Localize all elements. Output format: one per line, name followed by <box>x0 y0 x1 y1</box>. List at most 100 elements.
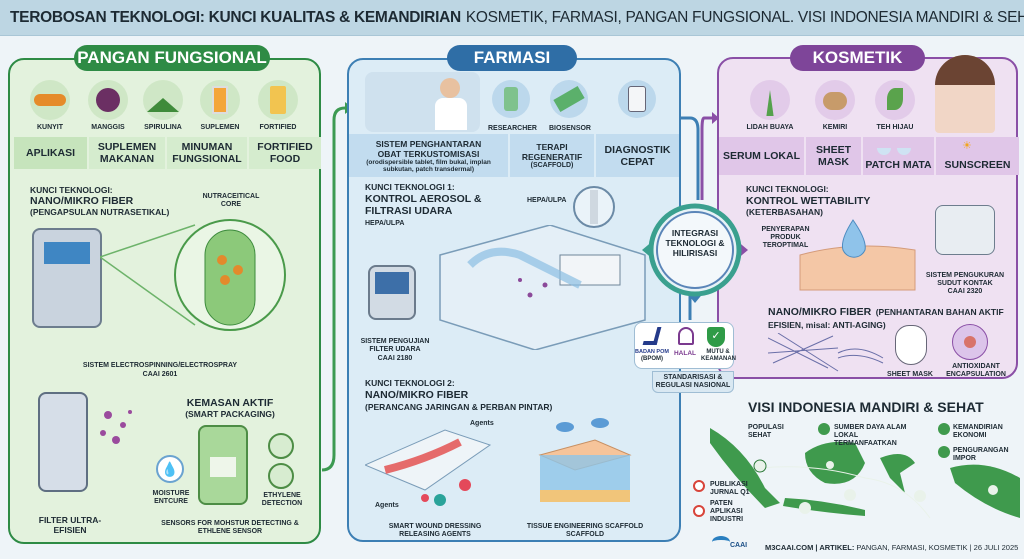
sensor-caption: SENSORS FOR MOHSTUR DETECTING & ETHLENE … <box>161 520 299 535</box>
tech2-label: KUNCI TEKNOLOGI 2: <box>365 378 455 388</box>
regulation-badges: ✓ BADAN POM (BPOM) HALAL MUTU & KEAMANAN <box>634 322 736 369</box>
integration-label: INTEGRASI TEKNOLOGI & HILIRISASI <box>665 228 725 258</box>
visi-title: VISI INDONESIA MANDIRI & SEHAT <box>748 399 984 415</box>
core-label: NUTRACEITICAL CORE <box>202 193 260 208</box>
sun-icon: ☀ <box>962 140 972 152</box>
candlenut-icon <box>815 80 855 120</box>
test-code: CAAI 2180 <box>377 355 413 362</box>
absorption-label: PENYERAPAN PRODUK TEROPTIMAL <box>761 226 810 249</box>
tissue-caption: TISSUE ENGINEERING SCAFFOLD SCAFFOLD <box>526 523 644 538</box>
regulation-caption: STANDARISASI & REGULASI NASIONAL <box>652 371 734 393</box>
juice-glass-icon <box>200 80 240 120</box>
measure-code: CAAI 2320 <box>947 288 983 295</box>
table-cell: TERAPI REGENERATIF(SCAFFOLD) <box>510 134 594 177</box>
moisture-label: MOISTURE ENTCURE <box>152 490 190 505</box>
pangan-application-table: APLIKASI SUPLEMEN MAKANAN MINUMAN FUNGSI… <box>14 137 321 169</box>
visi-label: POPULASI SEHAT <box>748 424 784 439</box>
green-tea-icon <box>875 80 915 120</box>
filter-test-machine-illustration <box>368 265 416 320</box>
packaging-title: KEMASAN AKTIF <box>186 397 274 409</box>
tech1-subtitle: HEPA/ULPA <box>365 220 405 227</box>
skin-droplet-illustration <box>799 219 916 291</box>
diagnostic-device-icon <box>618 80 656 118</box>
water-drop-icon: 💧 <box>156 455 184 483</box>
aloe-vera-icon <box>750 80 790 120</box>
tech-title: NANO/MIKRO FIBER <box>30 195 134 207</box>
ingredient-label: SUPLEMEN <box>200 124 240 131</box>
integration-hub <box>642 203 748 303</box>
output-label: PATEN APLIKASI INDUSTRI <box>710 500 744 523</box>
turmeric-icon <box>30 80 70 120</box>
nature-icon <box>818 423 830 435</box>
tech2-subtitle: (PERANCANG JARINGAN & PERBAN PINTAR) <box>365 402 553 412</box>
ethylene-sensor-icon <box>268 463 294 489</box>
tech2-title: NANO/MIKRO FIBER <box>365 389 469 401</box>
capsule-fiber-illustration <box>100 219 286 331</box>
table-cell: PATCH MATA <box>863 137 934 175</box>
smart-package-illustration <box>198 425 248 505</box>
tech-title: KONTROL WETTABILITY <box>746 195 871 207</box>
wound-caption: SMART WOUND DRESSING RELEASING AGENTS <box>388 523 482 538</box>
visi-label: SUMBER DAYA ALAM LOKAL TERMANFAATKAN <box>834 424 907 447</box>
tech-label: KUNCI TEKNOLOGI: <box>30 185 113 195</box>
air-filter-illustration <box>38 392 88 492</box>
tech1-label: KUNCI TEKNOLOGI 1: <box>365 182 455 192</box>
bpom-logo-icon <box>642 327 662 345</box>
footer-text: M3CAAI.COM | ARTIKEL: PANGAN, FARMASI, K… <box>765 543 1019 552</box>
caai-logo-icon <box>712 536 730 548</box>
wound-dressing-illustration <box>365 429 492 506</box>
lab-researcher-illustration <box>365 72 480 132</box>
measure-label: SISTEM PENGUKURAN SUDUT KONTAK <box>925 272 1005 287</box>
woman-portrait-illustration <box>935 55 995 133</box>
hepa-label: HEPA/ULPA <box>527 197 567 204</box>
ethylene-label: ETHYLENE DETECTION <box>261 492 303 507</box>
tissue-scaffold-illustration <box>538 418 632 502</box>
ingredient-label: LIDAH BUAYA <box>746 124 794 131</box>
table-cell: SUPLEMEN MAKANAN <box>89 137 165 169</box>
table-cell: SISTEM PENGHANTARAN OBAT TERKUSTOMISASI(… <box>349 134 508 177</box>
fiber-heading: NANO/MIKRO FIBER (PENHANTARAN BAHAN AKTI… <box>768 306 1004 330</box>
table-cell: SERUM LOKAL <box>719 137 804 175</box>
bpom-label: BADAN POM <box>635 349 669 355</box>
title-rest: KOSMETIK, FARMASI, PANGAN FUNGSIONAL. VI… <box>465 8 1024 26</box>
visi-label: PENGURANGAN IMPOR <box>953 447 1009 462</box>
page-header: TEROBOSAN TEKNOLOGI: KUNCI KUALITAS & KE… <box>0 0 1024 36</box>
antioxidant-label: ANTIOXIDANT ENCAPSULATION <box>946 363 1006 378</box>
indonesia-map <box>710 428 1020 519</box>
filter-label: FILTER ULTRA-EFISIEN <box>38 515 102 535</box>
table-cell: MINUMAN FUNGSIONAL <box>167 137 247 169</box>
bpom-sub: (BPOM) <box>641 356 663 362</box>
tech1-title: KONTROL AEROSOL & FILTRASI UDARA <box>365 193 482 217</box>
mangosteen-icon <box>88 80 128 120</box>
table-cell: APLIKASI <box>14 137 87 169</box>
tech-label: KUNCI TEKNOLOGI: <box>746 184 829 194</box>
test-label: SISTEM PENGUJIAN FILTER UDARA <box>360 338 430 353</box>
contact-angle-microscope-illustration <box>935 205 995 255</box>
halal-label: HALAL <box>673 350 697 357</box>
kosmetik-application-table: SERUM LOKAL SHEET MASK PATCH MATA SUNSCR… <box>719 137 1019 175</box>
tech-subtitle: (KETERBASAHAN) <box>746 207 823 217</box>
eye-patch-icon <box>877 142 917 155</box>
table-cell: FORTIFIED FOOD <box>249 137 321 169</box>
farmasi-application-table: SISTEM PENGHANTARAN OBAT TERKUSTOMISASI(… <box>349 134 679 177</box>
ingredient-label: SPIRULINA <box>144 124 182 131</box>
tech-subtitle: (PENGAPSULAN NUTRASETIKAL) <box>30 207 170 217</box>
target-icon <box>693 505 705 517</box>
target-icon <box>693 480 705 492</box>
kosmetik-title: KOSMETIK <box>790 45 925 71</box>
nanofiber-illustration <box>768 333 884 372</box>
table-cell: SHEET MASK <box>806 137 861 175</box>
pangan-title: PANGAN FUNGSIONAL <box>74 45 270 71</box>
shield-check-icon: ✓ <box>707 327 725 347</box>
sheet-mask-label: SHEET MASK <box>887 371 933 378</box>
antioxidant-molecule-icon <box>952 324 988 360</box>
cleanroom-illustration <box>439 225 646 350</box>
researcher-device-icon <box>492 80 530 118</box>
title-bold: TEROBOSAN TEKNOLOGI: KUNCI KUALITAS & KE… <box>10 8 461 26</box>
farmasi-title: FARMASI <box>447 45 577 71</box>
biosensor-icon <box>550 80 588 118</box>
ingredient-label: MANGGIS <box>91 124 125 131</box>
ingredient-label: KUNYIT <box>36 124 64 131</box>
hepa-zoom-icon <box>573 186 615 228</box>
